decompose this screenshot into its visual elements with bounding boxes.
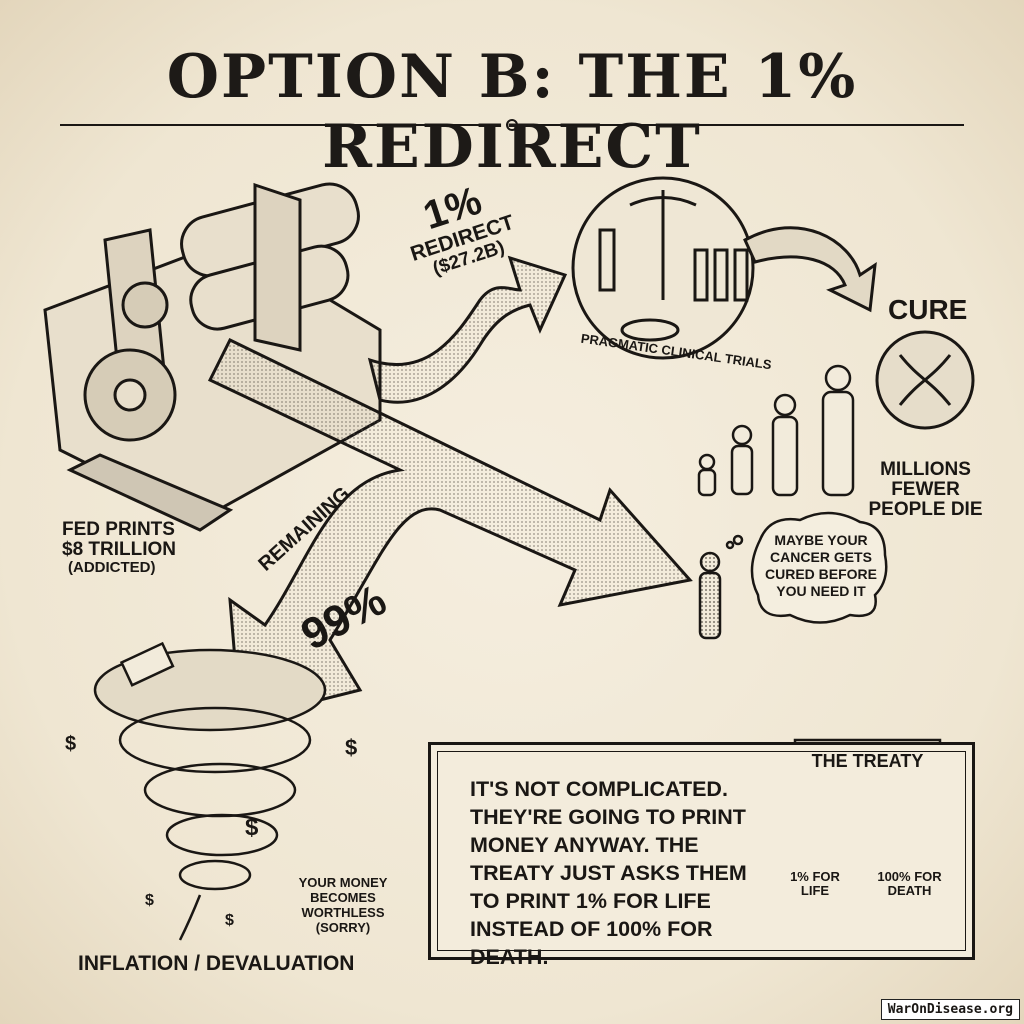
money-tornado-icon: [93, 641, 327, 941]
svg-text:$: $: [225, 912, 234, 929]
thought-line: CANCER GETS: [770, 549, 872, 565]
thinking-person-icon: [698, 534, 744, 640]
cure-label: CURE: [888, 294, 968, 325]
cure-outcome: MILLIONS FEWER PEOPLE DIE: [868, 460, 983, 520]
outcome-line: FEWER: [891, 478, 960, 500]
treaty-right-label: 100% FOR DEATH: [872, 870, 947, 897]
title-divider: [60, 119, 964, 131]
summary-box: [428, 742, 975, 960]
treaty-left-line: LIFE: [800, 882, 830, 898]
svg-text:$: $: [345, 735, 357, 760]
thought-line: YOU NEED IT: [776, 583, 866, 599]
outcome-line: MILLIONS: [880, 459, 971, 480]
remaining-arrow: [207, 338, 693, 722]
page-title: OPTION B: THE 1% REDIRECT: [166, 42, 858, 182]
press-caption-line: FED PRINTS: [62, 519, 175, 540]
svg-text:$: $: [145, 892, 154, 909]
outcome-line: PEOPLE DIE: [868, 498, 983, 520]
svg-text:$: $: [245, 814, 259, 841]
redirect-arrow: [367, 255, 568, 404]
treaty-left-line: 1% FOR: [790, 869, 840, 884]
note-line: BECOMES: [310, 890, 376, 905]
worthless-note: YOUR MONEY BECOMES WORTHLESS (SORRY): [288, 875, 398, 935]
note-line: (SORRY): [315, 920, 371, 935]
note-line: WORTHLESS: [301, 905, 385, 920]
treaty-title: THE TREATY: [811, 751, 924, 771]
dna-cell-icon: [875, 330, 975, 430]
thought-bubble: [750, 511, 888, 624]
treaty-right-line: 100% FOR: [877, 869, 942, 884]
thought-text: MAYBE YOUR CANCER GETS CURED BEFORE YOU …: [760, 532, 882, 600]
thought-line: MAYBE YOUR: [774, 532, 868, 548]
note-line: YOUR MONEY: [298, 875, 388, 890]
dollar-signs-icon: $ $ $ $ $: [65, 733, 357, 929]
inflation-caption: INFLATION / DEVALUATION: [78, 952, 355, 975]
treaty-left-label: 1% FOR LIFE: [790, 870, 840, 897]
site-badge[interactable]: WarOnDisease.org: [880, 999, 1020, 1020]
treaty-right-line: DEATH: [887, 882, 932, 898]
printing-press-icon: [43, 182, 382, 532]
thought-line: CURED BEFORE: [764, 566, 877, 582]
clinical-trials-icon: [571, 176, 755, 360]
svg-text:$: $: [65, 733, 76, 755]
press-caption: FED PRINTS $8 TRILLION (ADDICTED): [62, 520, 176, 576]
press-caption-line: $8 TRILLION: [62, 538, 177, 560]
cure-arrow: [743, 226, 877, 313]
summary-text: IT'S NOT COMPLICATED. THEY'RE GOING TO P…: [470, 777, 747, 969]
people-figures-icon: [697, 364, 855, 497]
press-caption-line: (ADDICTED): [68, 558, 156, 576]
